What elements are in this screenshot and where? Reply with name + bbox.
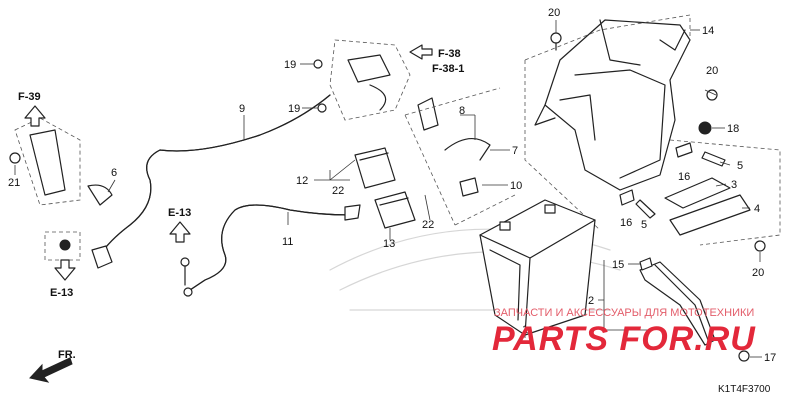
front-direction-arrow	[29, 357, 73, 383]
callout-4: 4	[754, 203, 760, 215]
diagram-code: K1T4F3700	[718, 384, 771, 395]
battery-box	[534, 19, 691, 191]
battery-holder	[639, 261, 716, 346]
ref-labels: F-39 F-38 F-38-1 E-13 E-13 FR.	[18, 48, 464, 361]
callout-16: 16	[620, 217, 632, 229]
callout-17: 17	[764, 352, 776, 364]
callout-13: 13	[383, 238, 395, 250]
front-direction-label: FR.	[58, 349, 76, 361]
ref-f38-1: F-38-1	[432, 63, 464, 75]
callout-3: 3	[731, 179, 737, 191]
small-pads	[619, 142, 726, 271]
callout-2: 2	[588, 295, 594, 307]
ref-arrows	[24, 44, 433, 281]
pads	[664, 177, 751, 236]
callout-22: 22	[422, 219, 434, 231]
callouts: 20 14 19 19 20 9 8 18 7 6 21 12 22 10 5 …	[8, 7, 776, 364]
callout-12: 12	[296, 175, 308, 187]
nut	[44, 231, 190, 286]
callout-11: 11	[282, 236, 293, 248]
callout-20: 20	[706, 65, 718, 77]
callout-21: 21	[8, 177, 20, 189]
callout-19: 19	[288, 103, 300, 115]
battery	[479, 199, 596, 336]
callout-16: 16	[678, 171, 690, 183]
callout-20: 20	[752, 267, 764, 279]
watermark: ЗАПЧАСТИ И АКСЕССУАРЫ ДЛЯ МОТОТЕХНИКИ PA…	[492, 307, 756, 358]
watermark-tagline: ЗАПЧАСТИ И АКСЕССУАРЫ ДЛЯ МОТОТЕХНИКИ	[494, 307, 754, 319]
callout-9: 9	[239, 103, 245, 115]
box-frame	[524, 14, 781, 246]
callout-5: 5	[641, 219, 647, 231]
callout-20: 20	[548, 7, 560, 19]
callout-18: 18	[727, 123, 739, 135]
terminal-parts	[417, 97, 491, 197]
callout-1: 1	[522, 324, 528, 336]
ref-f38: F-38	[438, 48, 461, 60]
callout-6: 6	[111, 167, 117, 179]
callout-14: 14	[702, 25, 714, 37]
watermark-brand: PARTS FOR.RU	[492, 320, 756, 358]
callout-22: 22	[332, 185, 344, 197]
bolts	[550, 32, 766, 362]
callout-8: 8	[459, 105, 465, 117]
ref-e13-top: E-13	[168, 207, 191, 219]
callout-15: 15	[612, 259, 624, 271]
terminal-frame	[404, 87, 516, 226]
cable-9	[91, 94, 331, 269]
callout-19: 19	[284, 59, 296, 71]
callout-10: 10	[510, 180, 522, 192]
ref-e13-bottom: E-13	[50, 287, 73, 299]
callout-7: 7	[512, 145, 518, 157]
left-bracket	[9, 117, 113, 206]
leader-lines	[14, 20, 762, 358]
upper-assembly	[313, 39, 411, 121]
callout-5: 5	[737, 160, 743, 172]
cable-11	[183, 204, 361, 297]
ref-f39: F-39	[18, 91, 41, 103]
starter-relay	[354, 147, 416, 229]
